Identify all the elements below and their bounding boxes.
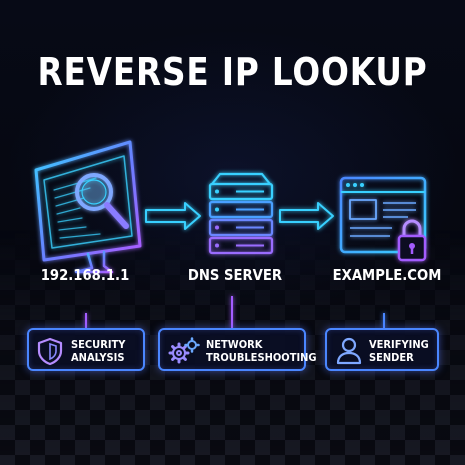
browser-with-lock-icon: [339, 176, 427, 262]
gears-icon: [168, 337, 200, 364]
card-line: SENDER: [369, 351, 414, 364]
card-line: NETWORK: [206, 338, 263, 351]
server-stack-icon: [208, 172, 274, 255]
card-line: SECURITY: [71, 338, 126, 351]
user-icon: [336, 337, 362, 365]
node-label-dns-server: DNS SERVER: [187, 266, 283, 284]
card-text: NETWORK TROUBLESHOOTING: [206, 338, 317, 364]
connector-lines: [85, 296, 385, 328]
card-text: SECURITY ANALYSIS: [71, 338, 125, 364]
card-security-analysis: SECURITY ANALYSIS: [27, 328, 145, 371]
card-line: ANALYSIS: [71, 351, 125, 364]
arrow-right-icon: [279, 202, 334, 230]
card-verifying-sender: VERIFYING SENDER: [325, 328, 439, 371]
card-line: VERIFYING: [369, 338, 429, 351]
card-network-troubleshooting: NETWORK TROUBLESHOOTING: [158, 328, 317, 371]
node-label-ip: 192.168.1.1: [40, 266, 130, 284]
arrow-right-icon: [145, 202, 201, 230]
page-title: REVERSE IP LOOKUP: [37, 50, 428, 94]
card-line: TROUBLESHOOTING: [206, 351, 317, 364]
node-label-domain: EXAMPLE.COM: [332, 266, 442, 284]
shield-icon: [37, 337, 63, 366]
card-text: VERIFYING SENDER: [369, 338, 429, 364]
monitor-with-magnifier-icon: [34, 140, 142, 274]
